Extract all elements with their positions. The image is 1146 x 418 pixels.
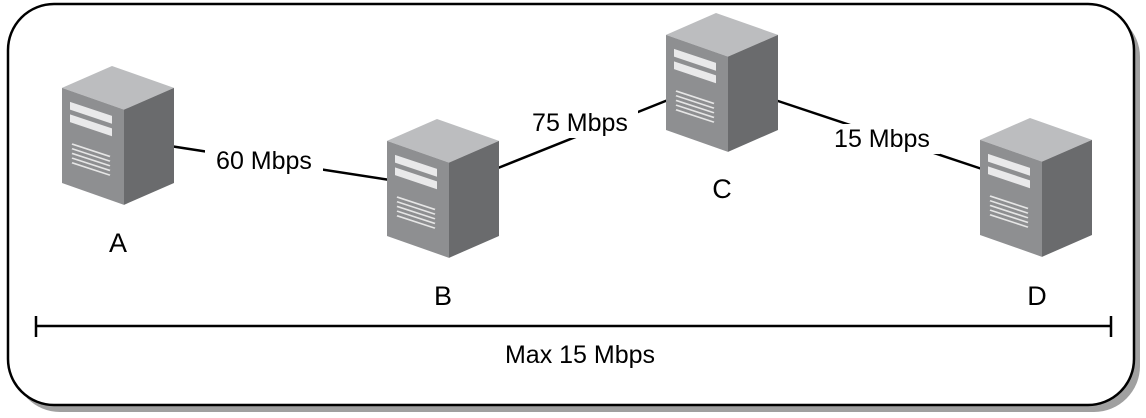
server-c-icon [665, 12, 779, 153]
server-a-icon [61, 65, 175, 206]
max-throughput-label: Max 15 Mbps [505, 341, 655, 369]
server-d-icon [979, 117, 1093, 258]
server-b-icon [386, 118, 500, 259]
link-label-a-b: 60 Mbps [216, 147, 312, 175]
node-label-c: C [712, 174, 732, 204]
node-label-d: D [1027, 281, 1047, 311]
link-label-b-c: 75 Mbps [532, 109, 628, 137]
node-label-b: B [434, 281, 452, 311]
node-label-a: A [109, 228, 127, 258]
link-label-c-d: 15 Mbps [834, 125, 930, 153]
diagram-frame [6, 2, 1136, 407]
